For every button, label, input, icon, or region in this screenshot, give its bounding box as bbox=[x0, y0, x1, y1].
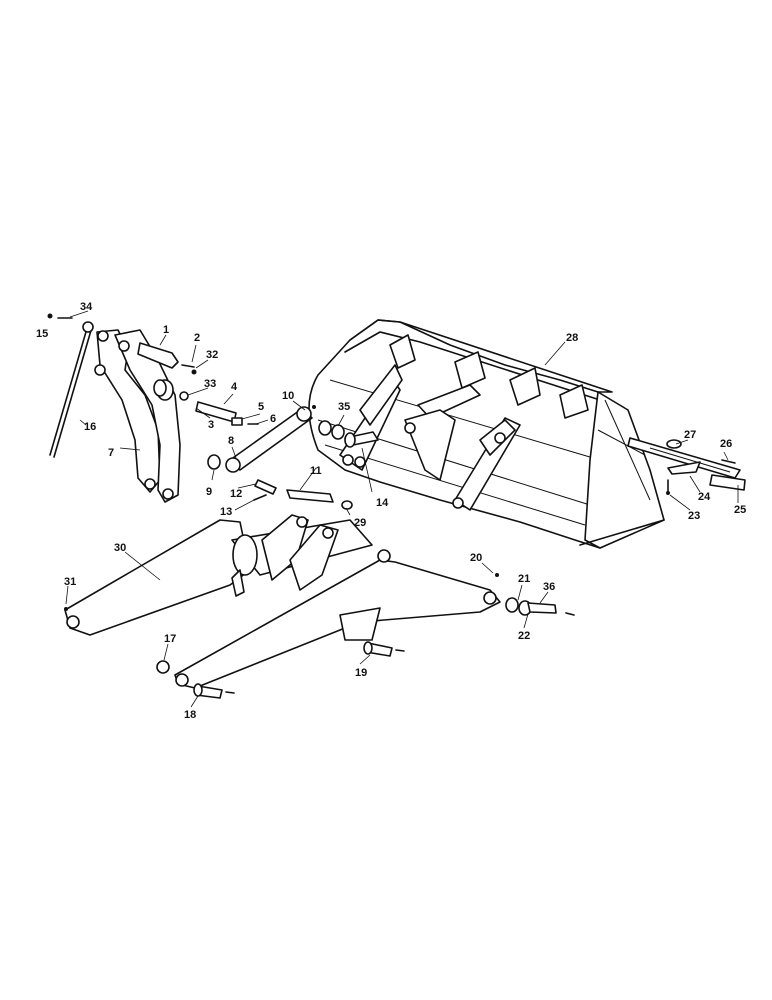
callout-27: 27 bbox=[684, 429, 696, 441]
callout-2: 2 bbox=[194, 332, 200, 344]
loader-arms bbox=[64, 514, 575, 699]
callout-4: 4 bbox=[231, 381, 238, 393]
callout-31: 31 bbox=[64, 576, 76, 588]
callout-10: 10 bbox=[282, 390, 294, 402]
callout-21: 21 bbox=[518, 573, 530, 585]
callout-26: 26 bbox=[720, 438, 732, 450]
callout-16: 16 bbox=[84, 421, 96, 433]
callout-13: 13 bbox=[220, 506, 232, 518]
callout-labels: 1 2 32 33 4 3 5 6 7 8 9 10 11 12 13 14 3… bbox=[36, 301, 746, 721]
callout-18: 18 bbox=[184, 709, 196, 721]
callout-32: 32 bbox=[206, 349, 218, 361]
leader-lines bbox=[65, 310, 739, 708]
callout-28: 28 bbox=[566, 332, 578, 344]
rod-assembly bbox=[47, 313, 94, 458]
link-assembly bbox=[207, 405, 379, 510]
callout-35: 35 bbox=[338, 401, 350, 413]
cutting-edge-assembly bbox=[627, 437, 746, 495]
callout-30: 30 bbox=[114, 542, 126, 554]
callout-1: 1 bbox=[163, 324, 169, 336]
callout-12: 12 bbox=[230, 488, 242, 500]
callout-24: 24 bbox=[698, 491, 711, 503]
callout-6: 6 bbox=[270, 413, 276, 425]
callout-19: 19 bbox=[355, 667, 367, 679]
callout-20: 20 bbox=[470, 552, 482, 564]
callout-29: 29 bbox=[354, 517, 366, 529]
callout-5: 5 bbox=[258, 401, 264, 413]
callout-15: 15 bbox=[36, 328, 48, 340]
callout-25: 25 bbox=[734, 504, 746, 516]
callout-7: 7 bbox=[108, 447, 114, 459]
callout-8: 8 bbox=[228, 435, 234, 447]
callout-34: 34 bbox=[80, 301, 93, 313]
callout-36: 36 bbox=[543, 581, 555, 593]
callout-22: 22 bbox=[518, 630, 530, 642]
tilt-lever-assembly bbox=[94, 329, 259, 503]
callout-17: 17 bbox=[164, 633, 176, 645]
callout-33: 33 bbox=[204, 378, 216, 390]
callout-14: 14 bbox=[376, 497, 389, 509]
callout-23: 23 bbox=[688, 510, 700, 522]
callout-11: 11 bbox=[310, 465, 322, 477]
callout-9: 9 bbox=[206, 486, 212, 498]
callout-3: 3 bbox=[208, 419, 214, 431]
